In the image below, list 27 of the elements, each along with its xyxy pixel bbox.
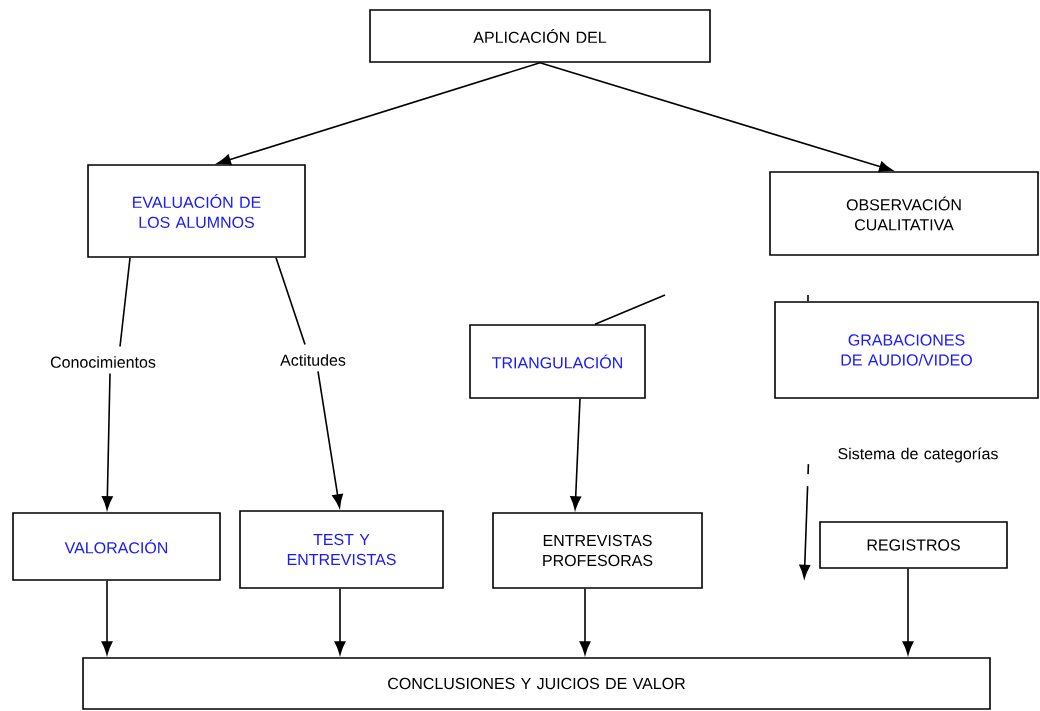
edge-text: Actitudes	[280, 354, 346, 366]
connector-line	[594, 294, 666, 325]
process-box: APLICACIÓN DEL	[369, 9, 711, 63]
process-box: OBSERVACIÓN CUALITATIVA	[769, 171, 1039, 256]
arrow	[101, 580, 113, 655]
process-box: TRIANGULACIÓN	[469, 324, 646, 399]
arrow	[579, 588, 591, 655]
process-box: EVALUACIÓN DE LOS ALUMNOS	[87, 164, 306, 258]
process-box: REGISTROS	[819, 521, 1008, 569]
arrow	[101, 372, 113, 510]
connector-line	[119, 257, 131, 348]
process-box: GRABACIONES DE AUDIO/VIDEO	[774, 301, 1039, 399]
connector-line	[275, 257, 306, 346]
arrow	[217, 62, 541, 165]
edge-text: Conocimientos	[50, 356, 156, 368]
arrow	[902, 568, 914, 655]
arrow	[317, 370, 343, 508]
connector-line	[807, 294, 809, 302]
process-box: CONCLUSIONES Y JUICIOS DE VALOR	[82, 657, 991, 710]
arrow	[570, 398, 582, 510]
arrow	[334, 588, 346, 655]
process-box: ENTREVISTAS PROFESORAS	[492, 512, 703, 589]
process-box: VALORACIÓN	[12, 512, 221, 581]
edge-text: Sistema de categorías	[838, 447, 998, 463]
arrow	[539, 62, 893, 172]
process-box: TEST Y ENTREVISTAS	[239, 510, 444, 589]
arrow	[799, 463, 811, 579]
